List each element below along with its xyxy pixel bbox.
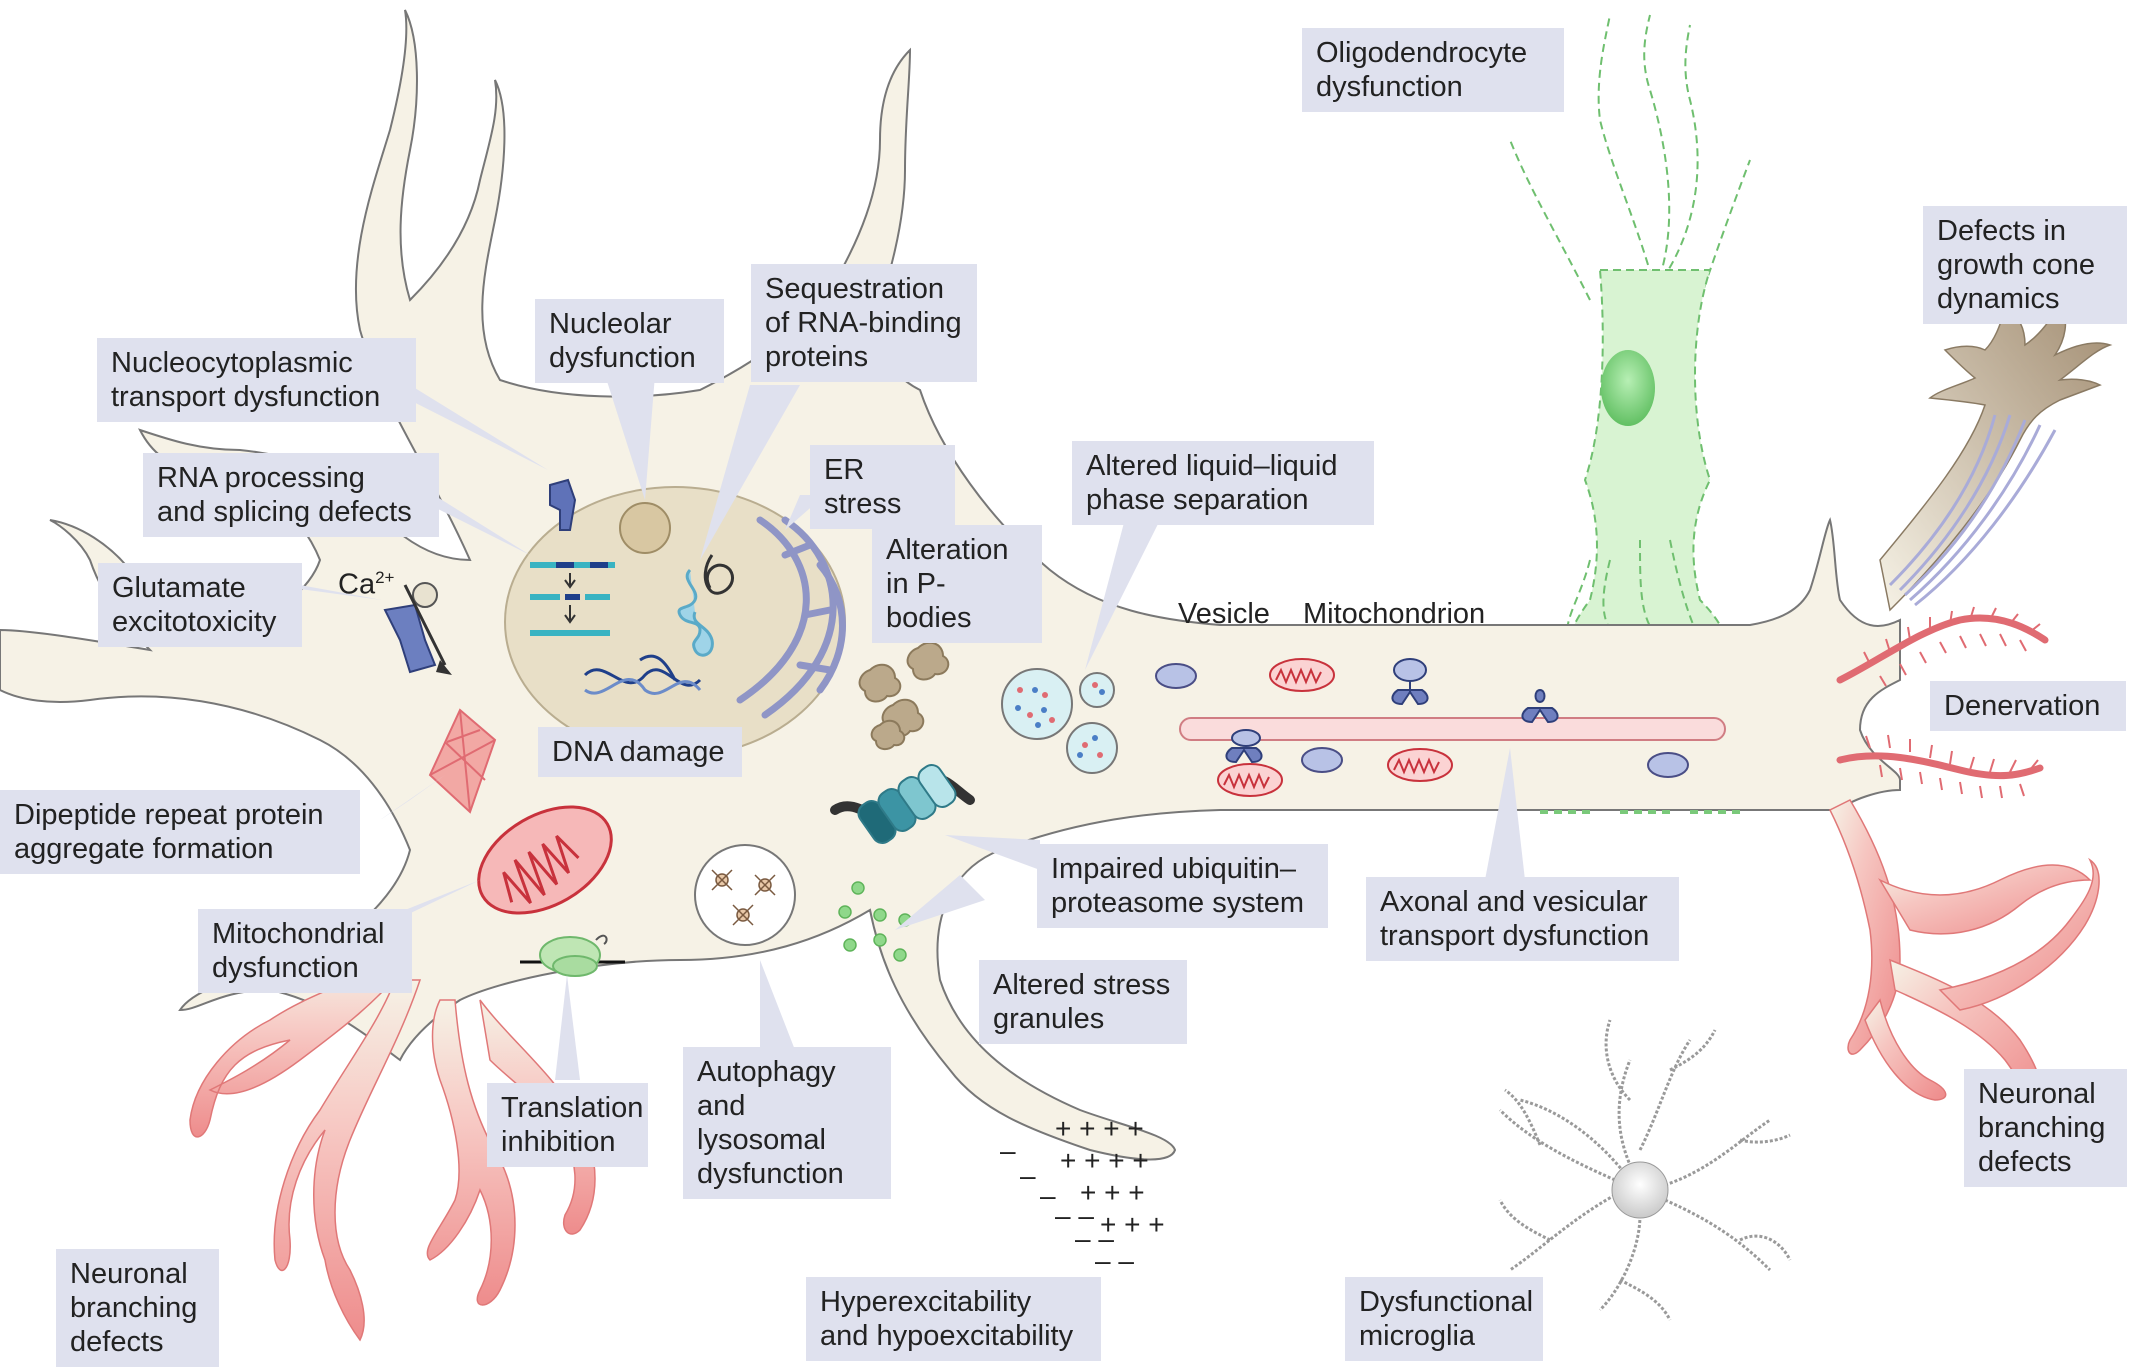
label-mitochondrion: Mitochondrion: [1303, 598, 1486, 630]
label-ca-ion: Ca2+: [338, 568, 395, 601]
denervation-spikes: [1863, 606, 2041, 799]
label-er-stress: ER stress: [810, 445, 955, 529]
svg-text:+ + + +: + + + +: [1055, 1113, 1144, 1144]
label-dna-damage: DNA damage: [538, 727, 742, 777]
dipeptide-aggregate-icon: [428, 708, 497, 814]
proteasome-icon: [830, 764, 975, 844]
svg-text:– –: – –: [1095, 1245, 1134, 1276]
svg-text:– –: – –: [1075, 1223, 1114, 1254]
rna-strand: [703, 554, 734, 595]
oligodendrocyte-nucleus: [1601, 350, 1655, 426]
autophagosome-icon: [694, 844, 796, 946]
svg-text:–: –: [1000, 1135, 1016, 1166]
denervation-neurites: [1836, 614, 2049, 780]
label-vesicle: Vesicle: [1178, 598, 1270, 630]
label-ups: Impaired ubiquitin– proteasome system: [1037, 844, 1328, 928]
translation-ribosome-icon: [520, 934, 625, 977]
label-autophagy: Autophagy and lysosomal dysfunction: [683, 1047, 891, 1199]
nuclear-pore-icon: [549, 478, 577, 531]
right-branching-dendrites: [1828, 799, 2100, 1112]
endoplasmic-reticulum: [736, 516, 846, 719]
excitability-charges: + + + + + + + + + + + + + + – – – – – – …: [1000, 1113, 1165, 1276]
svg-text:–: –: [1020, 1160, 1036, 1191]
label-dipeptide: Dipeptide repeat protein aggregate forma…: [0, 790, 360, 874]
microglia-nucleus: [1611, 1161, 1669, 1219]
label-llps: Altered liquid–liquid phase separation: [1072, 441, 1374, 525]
nucleolus: [619, 502, 671, 554]
dna-helix: [583, 654, 702, 695]
label-ca-charge: 2+: [375, 568, 395, 587]
axon-cargo: [1155, 658, 1689, 797]
label-microglia: Dysfunctional microglia: [1345, 1277, 1543, 1361]
glutamate-receptor-icon: [383, 582, 452, 675]
label-growth-cone: Defects in growth cone dynamics: [1923, 206, 2127, 324]
label-hyperexcitability: Hyperexcitability and hypoexcitability: [806, 1277, 1101, 1361]
label-nucleolar: Nucleolar dysfunction: [535, 299, 724, 383]
label-sequestration: Sequestration of RNA-binding proteins: [751, 264, 977, 382]
svg-text:+ + +: + + +: [1100, 1209, 1165, 1240]
left-branching-dendrites: [189, 958, 596, 1342]
rna-splicing-bars: [530, 562, 615, 636]
llps-droplets-icon: [1001, 668, 1118, 774]
svg-text:+ + + +: + + + +: [1060, 1145, 1149, 1176]
p-bodies-icon: [858, 641, 950, 751]
growth-cone: [1879, 303, 2113, 612]
label-oligodendrocyte: Oligodendrocyte dysfunction: [1302, 28, 1564, 112]
label-branching-right: Neuronal branching defects: [1964, 1069, 2127, 1187]
label-stress-granules: Altered stress granules: [979, 960, 1187, 1044]
label-rna-processing: RNA processing and splicing defects: [143, 453, 439, 537]
svg-text:–: –: [1040, 1180, 1056, 1211]
svg-text:– –: – –: [1055, 1200, 1094, 1231]
label-branching-left: Neuronal branching defects: [56, 1249, 219, 1367]
label-translation: Translation inhibition: [487, 1083, 648, 1167]
label-glutamate: Glutamate excitotoxicity: [98, 563, 302, 647]
svg-text:+ + +: + + +: [1080, 1177, 1145, 1208]
motor-proteins: [1225, 658, 1559, 764]
rna-binding-protein: [677, 568, 714, 657]
axon-microtubule: [1179, 717, 1726, 741]
label-mito-dysfunction: Mitochondrial dysfunction: [198, 909, 412, 993]
label-denervation: Denervation: [1930, 681, 2126, 731]
mitochondrion-large-icon: [477, 805, 613, 915]
label-axonal: Axonal and vesicular transport dysfuncti…: [1366, 877, 1679, 961]
label-nucleocytoplasmic: Nucleocytoplasmic transport dysfunction: [97, 338, 416, 422]
label-p-bodies: Alteration in P-bodies: [872, 525, 1042, 643]
microglia-cell: [1498, 1019, 1792, 1321]
